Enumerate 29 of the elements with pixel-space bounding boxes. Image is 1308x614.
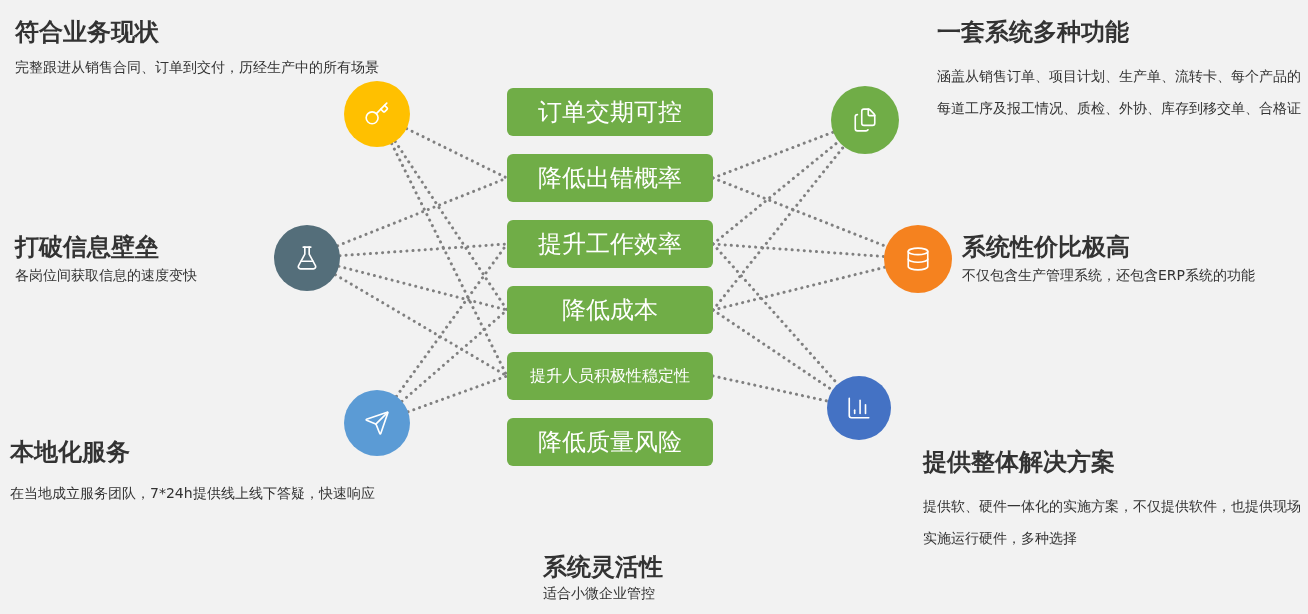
benefit-box: 订单交期可控 — [507, 88, 713, 136]
benefit-box: 降低质量风险 — [507, 418, 713, 466]
benefit-box: 降低出错概率 — [507, 154, 713, 202]
dotted-connector — [711, 145, 846, 312]
dotted-connector — [390, 142, 509, 378]
dotted-connector — [711, 308, 834, 392]
dotted-connector — [711, 130, 835, 180]
feature-description: 不仅包含生产管理系统，还包含ERP系统的功能 — [962, 266, 1256, 285]
dotted-connector — [406, 374, 509, 414]
feature-description: 在当地成立服务团队，7*24h提供线上线下答疑，快速响应 — [10, 484, 376, 503]
benefit-box: 提升工作效率 — [507, 220, 713, 268]
dotted-connector — [405, 127, 509, 180]
feature-heading: 打破信息壁垒 — [15, 232, 160, 263]
feature-description: 完整跟进从销售合同、订单到交付，历经生产中的所有场景 — [15, 58, 380, 77]
dotted-connector — [338, 242, 509, 258]
feature-heading: 提供整体解决方案 — [923, 447, 1116, 478]
benefit-box: 降低成本 — [507, 286, 713, 334]
feature-description: 涵盖从销售订单、项目计划、生产单、流转卡、每个产品的每道工序及报工情况、质检、外协、库存到移交单、合格证 — [937, 67, 1302, 118]
feature-heading: 本地化服务 — [10, 437, 131, 468]
feature-heading: 系统灵活性 — [543, 552, 663, 583]
feature-description: 提供软、硬件一体化的实施方案，不仅提供软件，也提供现场实施运行硬件，多种选择 — [923, 497, 1302, 548]
dotted-connector — [337, 264, 509, 312]
feature-description: 适合小微企业管控 — [543, 584, 655, 603]
dotted-connector — [393, 140, 509, 312]
feature-heading: 系统性价比极高 — [962, 232, 1131, 263]
benefit-box: 提升人员积极性稳定性 — [507, 352, 713, 400]
feature-heading: 一套系统多种功能 — [937, 17, 1130, 48]
feature-heading: 符合业务现状 — [15, 17, 160, 48]
feature-description: 各岗位间获取信息的速度变快 — [15, 266, 198, 285]
